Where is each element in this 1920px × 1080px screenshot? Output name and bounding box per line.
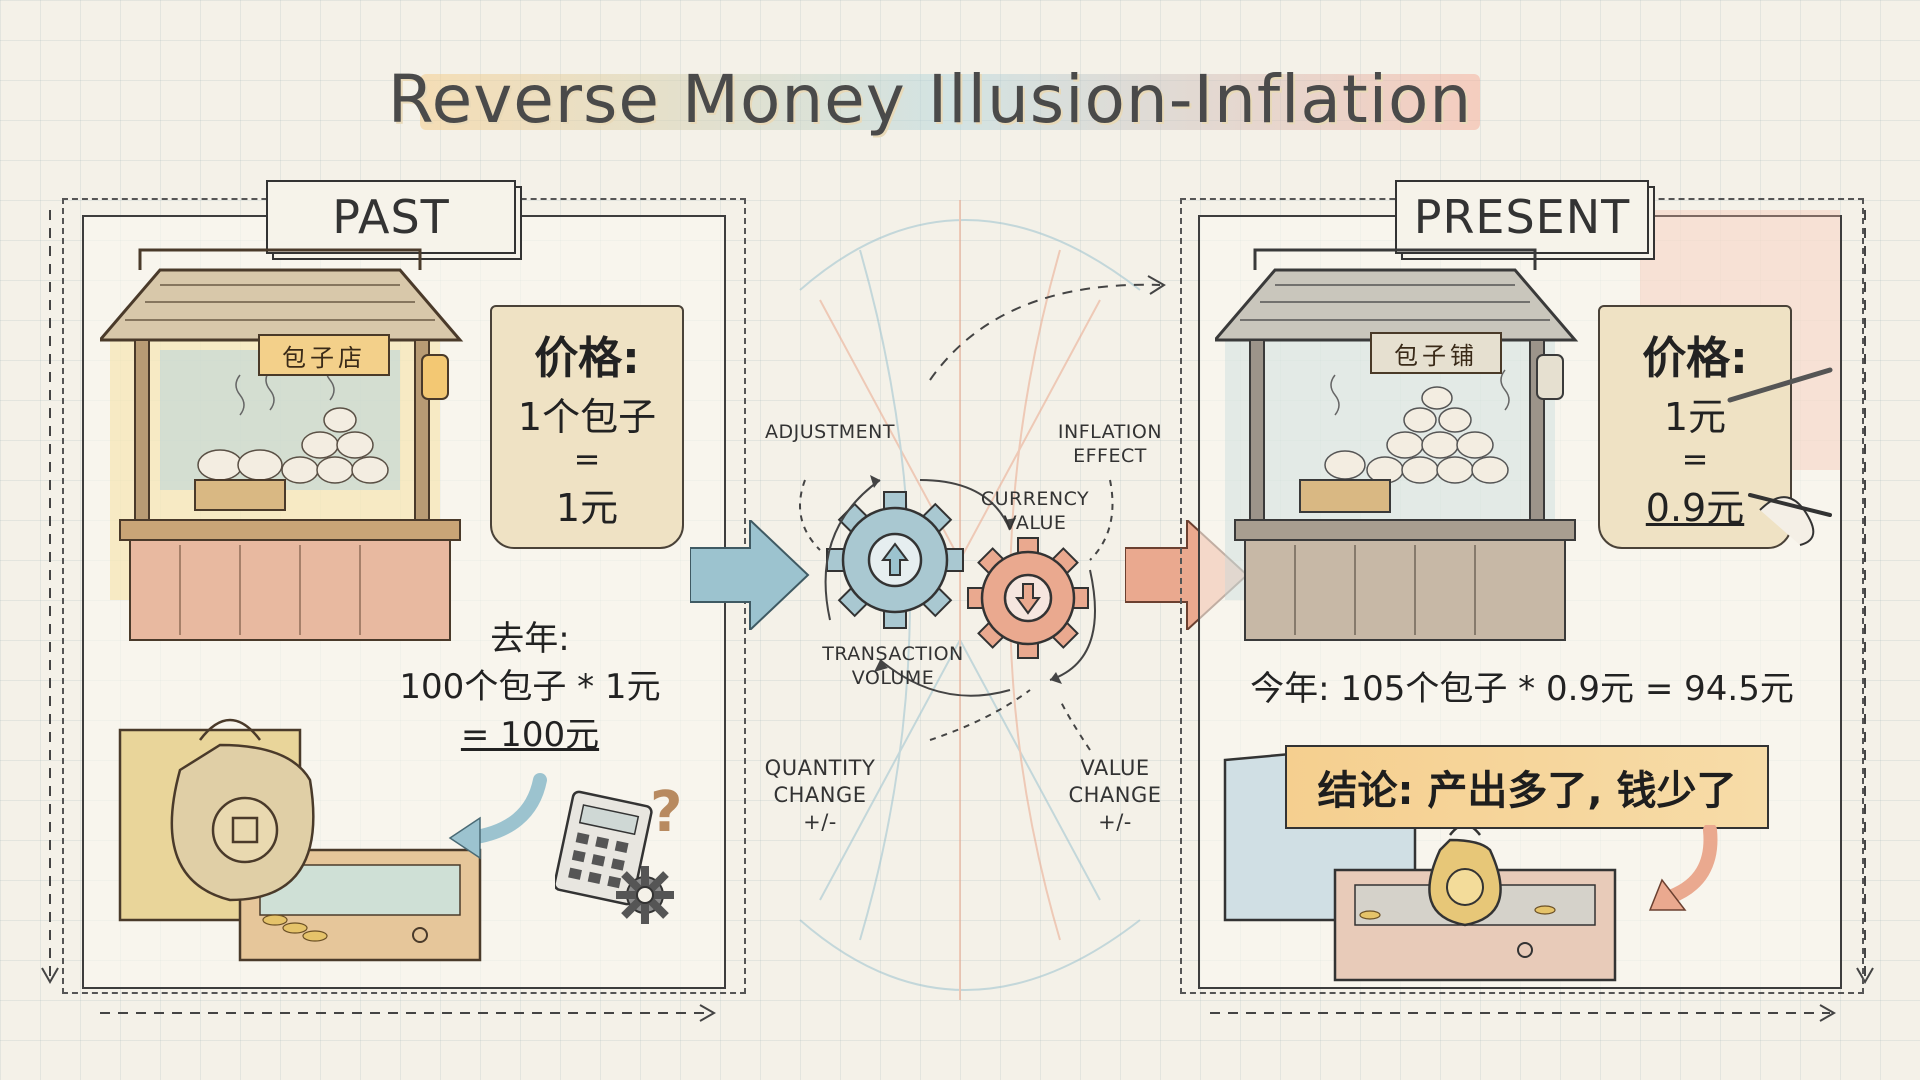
- label-value-change: VALUE CHANGE +/-: [1068, 756, 1162, 834]
- gear-icon: [616, 866, 674, 924]
- label-currency-value: CURRENCY VALUE: [980, 488, 1090, 534]
- past-price-line3: 1元: [555, 486, 619, 530]
- money-bag-icon: [1428, 823, 1502, 927]
- past-price-equals: =: [573, 440, 601, 478]
- past-tag: PAST: [266, 180, 516, 254]
- down-arrow-gear-icon: [967, 537, 1089, 659]
- past-shop-illustration: [100, 248, 464, 641]
- present-price-line3: 0.9元: [1645, 486, 1745, 530]
- gear-cycle: [799, 475, 1114, 751]
- present-price-heading: 价格:: [1642, 333, 1748, 384]
- past-price-line1: 1个包子: [517, 395, 657, 439]
- past-price-heading: 价格:: [534, 333, 640, 384]
- present-shop-sign: 包子铺: [1370, 332, 1502, 374]
- title-highlight: [420, 74, 1480, 130]
- label-inflation-effect: INFLATION EFFECT: [1057, 421, 1163, 467]
- present-shop-illustration: [1215, 248, 1579, 641]
- present-price-scroll: 价格: 1元 = 0.9元: [1598, 305, 1792, 549]
- past-return-arrow: [448, 773, 547, 860]
- past-cash-register: [118, 718, 482, 962]
- present-down-arrow: [1648, 825, 1718, 911]
- past-shop-sign: 包子店: [258, 334, 390, 376]
- present-price-equals: =: [1681, 440, 1709, 478]
- present-tag: PRESENT: [1395, 180, 1649, 254]
- pencil-hand-icon: [1727, 367, 1833, 546]
- conclusion-banner: 结论: 产出多了, 钱少了: [1285, 745, 1769, 829]
- left-big-arrow: [690, 520, 810, 630]
- label-adjustment: ADJUSTMENT: [764, 421, 896, 443]
- label-transaction-volume: TRANSACTION VOLUME: [822, 643, 964, 689]
- question-mark-icon: ?: [650, 780, 683, 845]
- present-calculation: 今年: 105个包子 * 0.9元 = 94.5元: [1250, 669, 1794, 709]
- past-price-scroll: 价格: 1个包子 = 1元: [490, 305, 684, 549]
- past-calc-line2: 100个包子 * 1元: [399, 667, 661, 707]
- past-calc-line3: = 100元: [460, 715, 600, 755]
- past-calc-line1: 去年:: [490, 619, 570, 659]
- past-calculation: 去年: 100个包子 * 1元 = 100元: [380, 615, 680, 759]
- up-arrow-gear-icon: [826, 491, 964, 629]
- label-quantity-change: QUANTITY CHANGE +/-: [764, 756, 876, 834]
- page-title: Reverse Money Illusion-Inflation: [387, 60, 1473, 138]
- present-price-line1: 1元: [1663, 395, 1727, 439]
